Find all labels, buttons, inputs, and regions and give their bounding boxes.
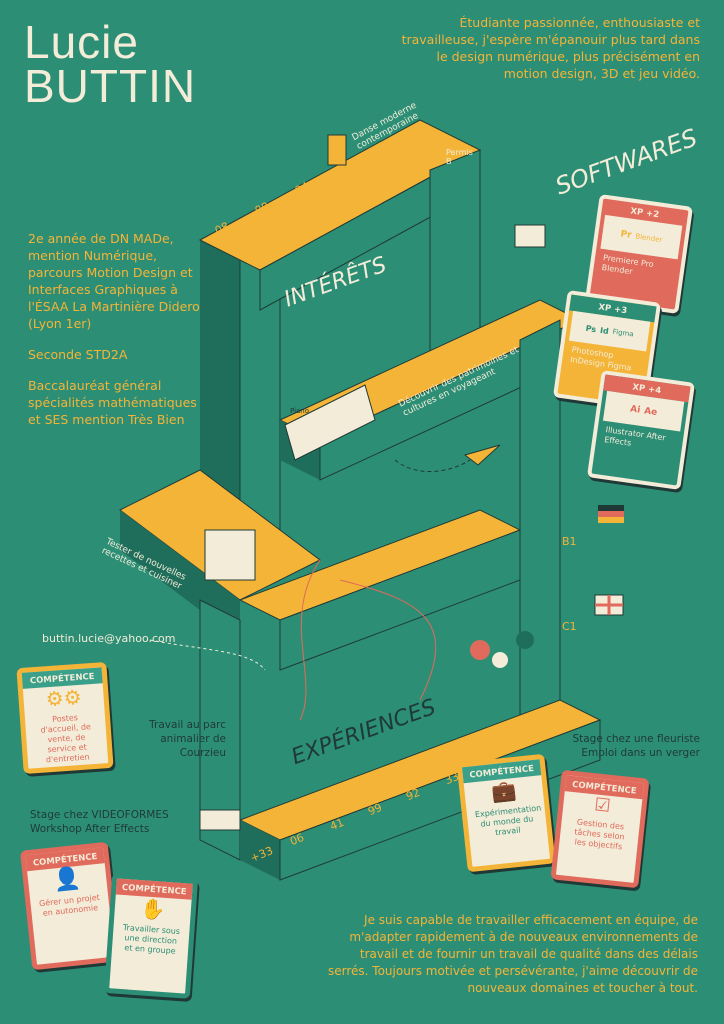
software-card: XP +4 Ai Ae Illustrator After Effects (586, 369, 696, 491)
piano-keys (284, 384, 376, 461)
competence-text: Expérimentation du monde du travail (474, 803, 542, 838)
interest-licence: Permis B (446, 148, 473, 166)
experience-bar-end (240, 820, 280, 880)
competence-card: COMPÉTENCE ⚙⚙ Postes d'accueil, de vente… (16, 661, 114, 775)
intro-text: Étudiante passionnée, enthousiaste et tr… (401, 15, 700, 81)
experience-park: Travail au parc animalier de Courzieu (149, 719, 226, 759)
paper-plane-icon (463, 444, 501, 466)
competence-card: COMPÉTENCE 💼 Expérimentation du monde du… (456, 753, 556, 873)
photoshop-icon: Ps (585, 323, 597, 334)
interest-piano: Piano (290, 407, 310, 415)
language-level-b1: B1 (562, 535, 577, 548)
competence-text: Gestion des tâches selon les objectifs (573, 817, 625, 852)
competence-card: COMPÉTENCE ☑ Gestion des tâches selon le… (550, 769, 650, 889)
experience-video: Stage chez VIDEOFORMES Workshop After Ef… (30, 809, 169, 835)
stove-icon (204, 529, 256, 581)
language-level-c1: C1 (562, 620, 577, 633)
education-item: Baccalauréat général spécialités mathéma… (28, 378, 197, 427)
competence-text: Postes d'accueil, de vente, de service e… (40, 713, 92, 765)
competence-card: COMPÉTENCE ✋ Travailler sous une directi… (103, 873, 199, 999)
premiere-icon: Pr (619, 229, 633, 241)
laptop-icon (199, 809, 241, 831)
indesign-icon: Id (599, 325, 610, 336)
competence-text: Travailler sous une direction et en grou… (122, 923, 181, 956)
closing-text: Je suis capable de travailler efficaceme… (328, 913, 698, 995)
first-name: Lucie (24, 16, 139, 68)
competence-card: COMPÉTENCE 👤 Gérer un projet en autonomi… (19, 841, 121, 971)
blender-icon: Blender (634, 232, 663, 245)
germany-flag-icon (598, 505, 624, 511)
email-link[interactable]: buttin.lucie@yahoo.com (42, 632, 176, 645)
flower-icon (470, 640, 490, 660)
computer-icon (514, 224, 546, 248)
last-name: BUTTIN (24, 60, 197, 112)
flower-icon (492, 652, 508, 668)
illustrator-icon: Ai (629, 404, 641, 416)
left-pillar-side (200, 220, 240, 540)
flower-icon (516, 631, 534, 649)
experience-florist: Stage chez une fleuriste Emploi dans un … (572, 733, 700, 759)
education-item: 2e année de DN MADe, mention Numérique, … (28, 231, 205, 331)
education-block: 2e année de DN MADe, mention Numérique, … (28, 230, 213, 442)
aftereffects-icon: Ae (643, 406, 658, 419)
name-title: Lucie BUTTIN (24, 16, 197, 112)
speaker-icon (327, 134, 347, 166)
right-pillar (519, 319, 561, 721)
figma-icon: Figma (612, 327, 635, 339)
education-item: Seconde STD2A (28, 347, 128, 362)
